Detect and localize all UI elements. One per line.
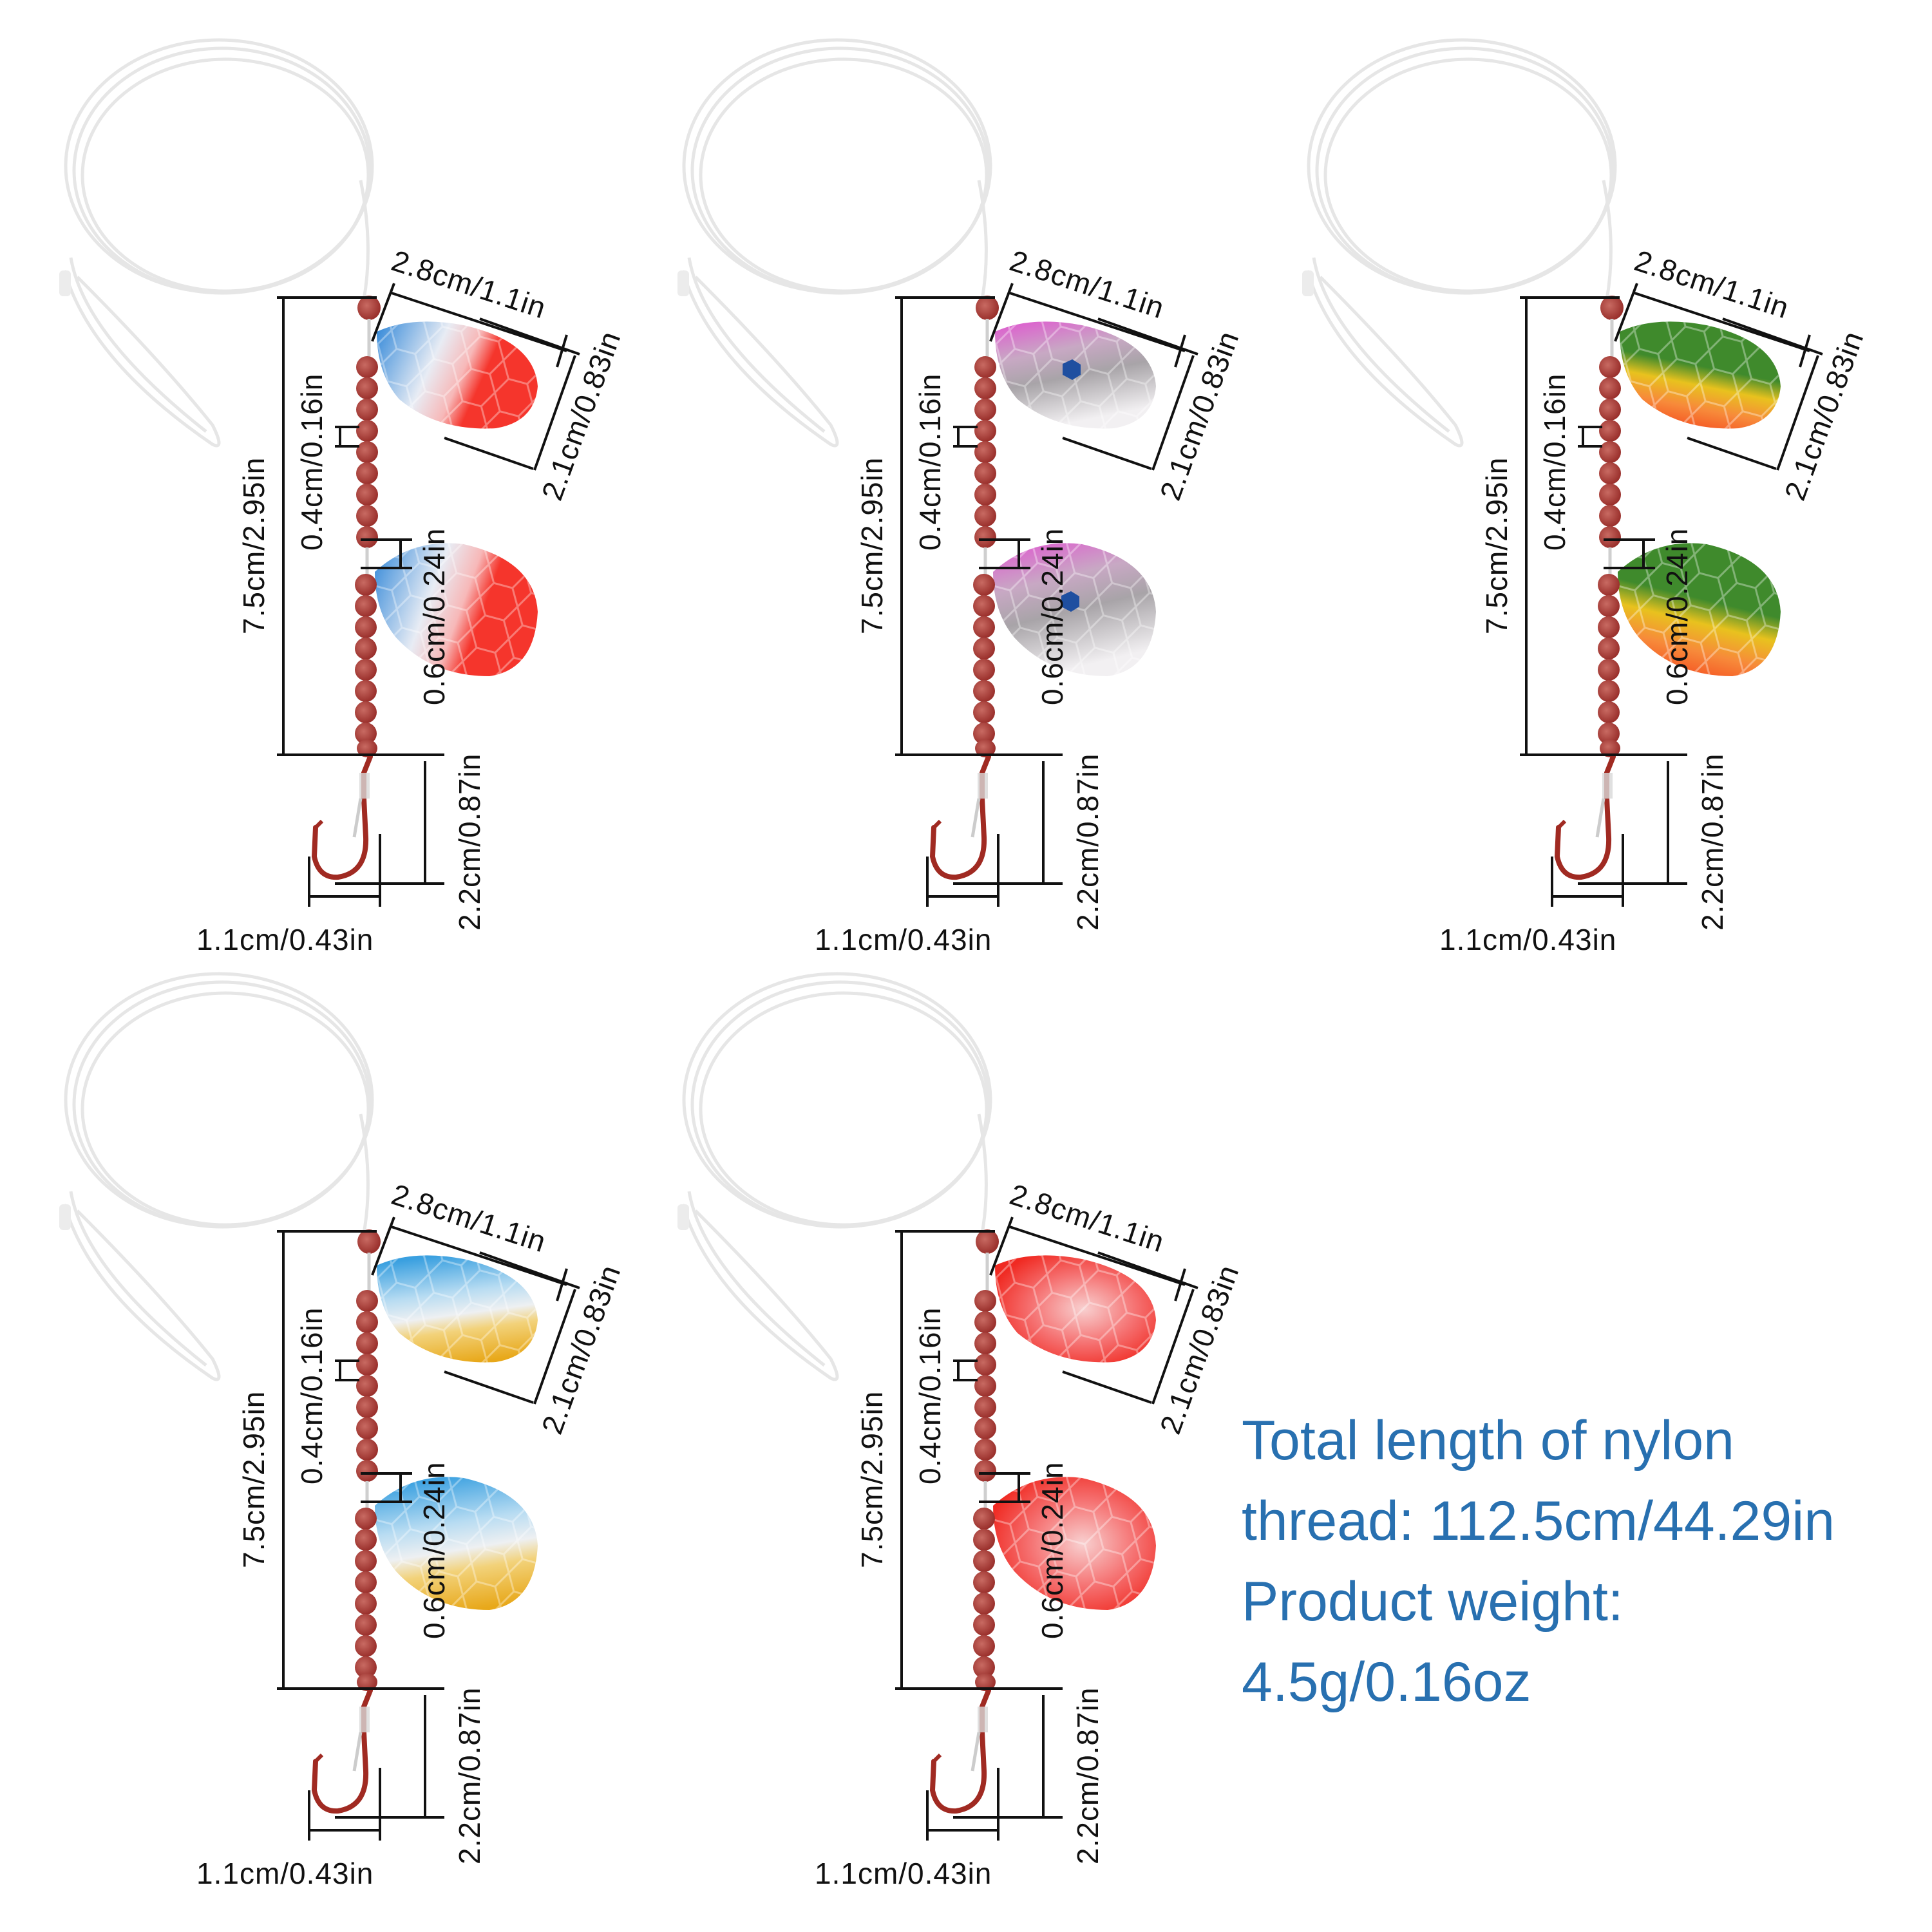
dim-hook-gap: 1.1cm/0.43in	[196, 1857, 374, 1890]
dim-beaded-length: 7.5cm/2.95in	[237, 1391, 270, 1568]
product-info-text: Total length of nylon thread: 112.5cm/44…	[1242, 1401, 1835, 1723]
dim-blade-width: 2.1cm/0.83in	[535, 1260, 627, 1439]
lure-card-3: 2.8cm/1.1in 2.1cm/0.83in 7.5cm/2.95in 0.…	[1302, 40, 1870, 956]
info-line-1: Total length of nylon	[1242, 1410, 1734, 1472]
dim-beaded-length: 7.5cm/2.95in	[1480, 457, 1513, 634]
dim-blade-width: 2.1cm/0.83in	[1153, 327, 1245, 505]
lure-card-5: 2.8cm/1.1in 2.1cm/0.83in 7.5cm/2.95in 0.…	[677, 974, 1245, 1890]
lure-card-4: 2.8cm/1.1in 2.1cm/0.83in 7.5cm/2.95in 0.…	[59, 974, 627, 1890]
dim-bead-spacing: 0.4cm/0.16in	[913, 374, 947, 551]
dim-clevis-gap: 0.6cm/0.24in	[1036, 528, 1069, 705]
dim-blade-length: 2.8cm/1.1in	[1006, 243, 1169, 325]
info-line-3: Product weight:	[1242, 1571, 1624, 1633]
lure-card-2: 2.8cm/1.1in 2.1cm/0.83in 7.5cm/2.95in 0.…	[677, 40, 1245, 956]
dim-bead-spacing: 0.4cm/0.16in	[913, 1307, 947, 1484]
dim-hook-length: 2.2cm/0.87in	[453, 1687, 486, 1864]
dim-blade-width: 2.1cm/0.83in	[1153, 1260, 1245, 1439]
dim-clevis-gap: 0.6cm/0.24in	[417, 528, 451, 705]
dim-blade-length: 2.8cm/1.1in	[388, 1177, 551, 1258]
dim-beaded-length: 7.5cm/2.95in	[855, 457, 889, 634]
dim-hook-gap: 1.1cm/0.43in	[196, 923, 374, 956]
dim-bead-spacing: 0.4cm/0.16in	[1538, 374, 1571, 551]
dim-hook-length: 2.2cm/0.87in	[1071, 753, 1104, 931]
info-line-2: thread: 112.5cm/44.29in	[1242, 1490, 1835, 1552]
dim-hook-length: 2.2cm/0.87in	[1071, 1687, 1104, 1864]
dim-bead-spacing: 0.4cm/0.16in	[295, 374, 328, 551]
dim-blade-length: 2.8cm/1.1in	[1006, 1177, 1169, 1258]
dim-beaded-length: 7.5cm/2.95in	[237, 457, 270, 634]
dim-clevis-gap: 0.6cm/0.24in	[1036, 1462, 1069, 1639]
dim-clevis-gap: 0.6cm/0.24in	[417, 1462, 451, 1639]
dim-hook-length: 2.2cm/0.87in	[1696, 753, 1729, 931]
dim-blade-length: 2.8cm/1.1in	[388, 243, 551, 325]
dim-blade-width: 2.1cm/0.83in	[535, 327, 627, 505]
dim-clevis-gap: 0.6cm/0.24in	[1660, 528, 1694, 705]
dim-beaded-length: 7.5cm/2.95in	[855, 1391, 889, 1568]
dim-hook-gap: 1.1cm/0.43in	[815, 1857, 992, 1890]
dim-blade-width: 2.1cm/0.83in	[1778, 327, 1870, 505]
info-line-4: 4.5g/0.16oz	[1242, 1651, 1531, 1713]
dim-hook-gap: 1.1cm/0.43in	[1439, 923, 1616, 956]
dim-blade-length: 2.8cm/1.1in	[1631, 243, 1794, 325]
dim-bead-spacing: 0.4cm/0.16in	[295, 1307, 328, 1484]
dim-hook-gap: 1.1cm/0.43in	[815, 923, 992, 956]
lure-card-1: 2.8cm/1.1in 2.1cm/0.83in 7.5cm/2.95in 0.…	[59, 40, 627, 956]
dim-hook-length: 2.2cm/0.87in	[453, 753, 486, 931]
